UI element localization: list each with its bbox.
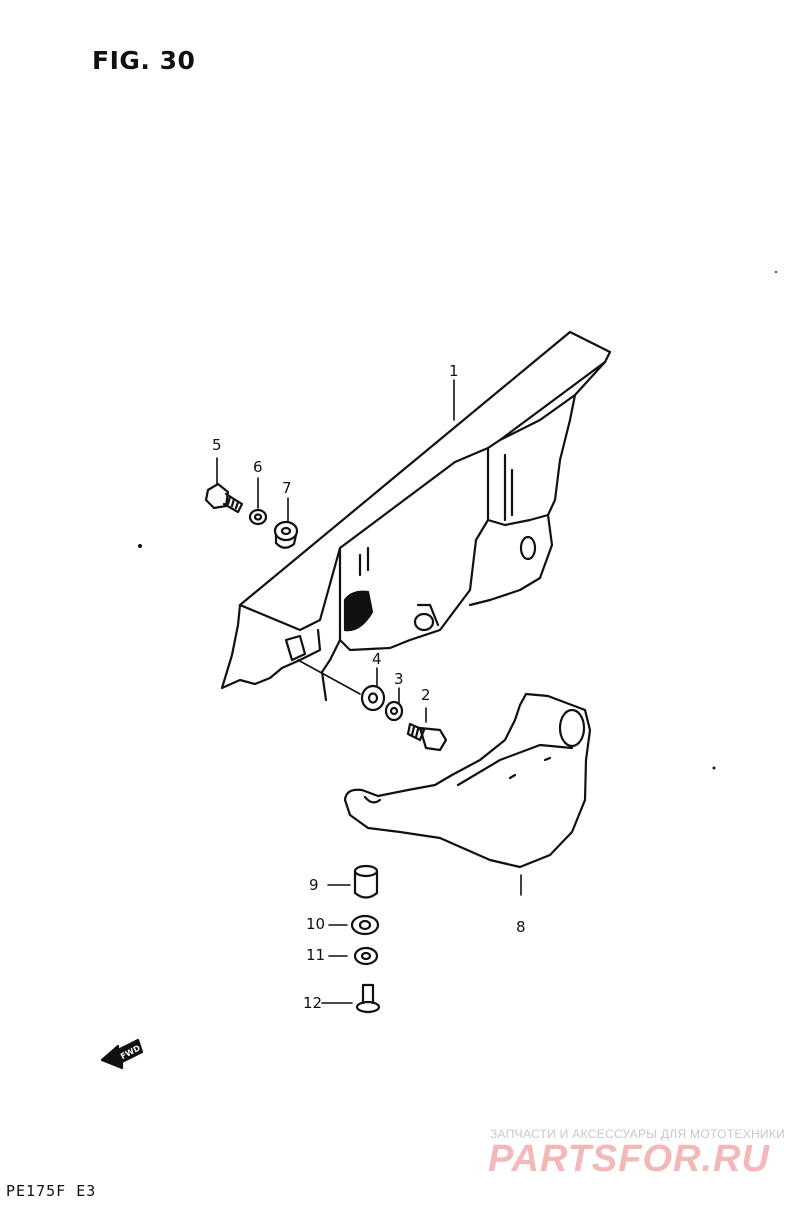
lock-washer-part-6 [248,508,268,526]
watermark-brand: PARTSFOR.RU [488,1138,770,1180]
model-code: PE175F E3 [6,1182,97,1200]
bolt-part-5 [204,482,244,514]
lower-guard-part-8 [343,692,592,869]
bolt-part-12 [355,983,381,1014]
callout-7: 7 [282,479,292,497]
callout-4: 4 [372,650,382,668]
callout-2: 2 [421,686,431,704]
callout-12: 12 [303,994,323,1012]
nut-part-10 [350,914,380,936]
fwd-arrow-icon [100,1038,144,1070]
callout-5: 5 [212,436,222,454]
collar-part-9 [353,864,379,899]
bolt-part-2 [406,722,448,752]
callout-1: 1 [449,362,459,380]
figure-title: FIG. 30 [92,46,196,75]
spacer-part-7 [273,520,299,549]
callout-9: 9 [309,876,319,894]
washer-part-4 [360,684,386,712]
chain-case-part-1 [220,330,612,702]
callout-3: 3 [394,670,404,688]
callout-6: 6 [253,458,263,476]
callout-10: 10 [306,915,326,933]
lock-washer-part-3 [384,700,404,722]
washer-part-11 [353,946,379,966]
callout-11: 11 [306,946,326,964]
callout-8: 8 [516,918,526,936]
watermark-tagline: ЗАПЧАСТИ И АКСЕССУАРЫ ДЛЯ МОТОТЕХНИКИ [490,1127,786,1141]
